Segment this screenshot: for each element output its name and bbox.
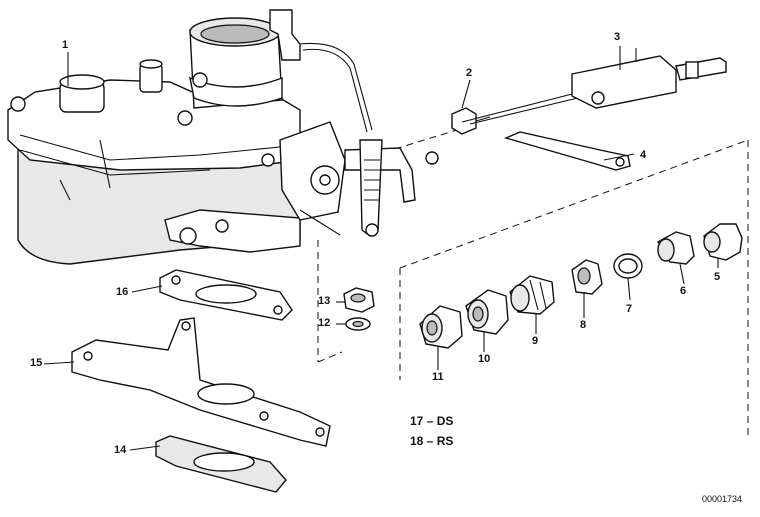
callout-7: 7: [626, 303, 633, 315]
part-16-gasket: [159, 269, 293, 321]
part-14-gasket: [155, 435, 287, 493]
part-11-collar: [419, 305, 463, 349]
part-12-washer: [345, 317, 371, 331]
callout-3: 3: [614, 31, 621, 43]
callout-16: 16: [116, 286, 129, 298]
part-9-bushing: [509, 275, 555, 315]
part-5-cap: [703, 223, 743, 261]
part-10-sleeve: [465, 289, 509, 335]
callout-4: 4: [640, 149, 647, 161]
legend-line-18: 18 – RS: [410, 434, 454, 448]
callout-8: 8: [580, 319, 587, 331]
callout-10: 10: [478, 353, 491, 365]
part-15-bracket: [71, 317, 331, 447]
callout-13: 13: [318, 295, 331, 307]
part-1-carburetor: [7, 17, 301, 265]
diagram-code: 00001734: [702, 494, 743, 504]
callout-9: 9: [532, 335, 539, 347]
part-6-fitting: [657, 231, 695, 265]
callout-11: 11: [432, 371, 444, 383]
callout-1: 1: [62, 39, 69, 51]
callout-6: 6: [680, 285, 687, 297]
legend-line-17: 17 – DS: [410, 414, 454, 428]
part-7-ring: [613, 253, 643, 279]
callout-2: 2: [466, 67, 473, 79]
callout-15: 15: [30, 357, 43, 369]
callout-12: 12: [318, 317, 331, 329]
callout-14: 14: [114, 444, 127, 456]
part-13-hex-nut: [343, 287, 375, 313]
leader-lines: [43, 46, 719, 451]
dashed-outline: [317, 125, 749, 438]
part-8-nut: [571, 259, 603, 295]
part-3-cable-assembly: [461, 48, 727, 125]
callout-5: 5: [714, 271, 721, 283]
linkage-assembly: [261, 9, 439, 237]
part-4-bracket: [503, 131, 631, 171]
